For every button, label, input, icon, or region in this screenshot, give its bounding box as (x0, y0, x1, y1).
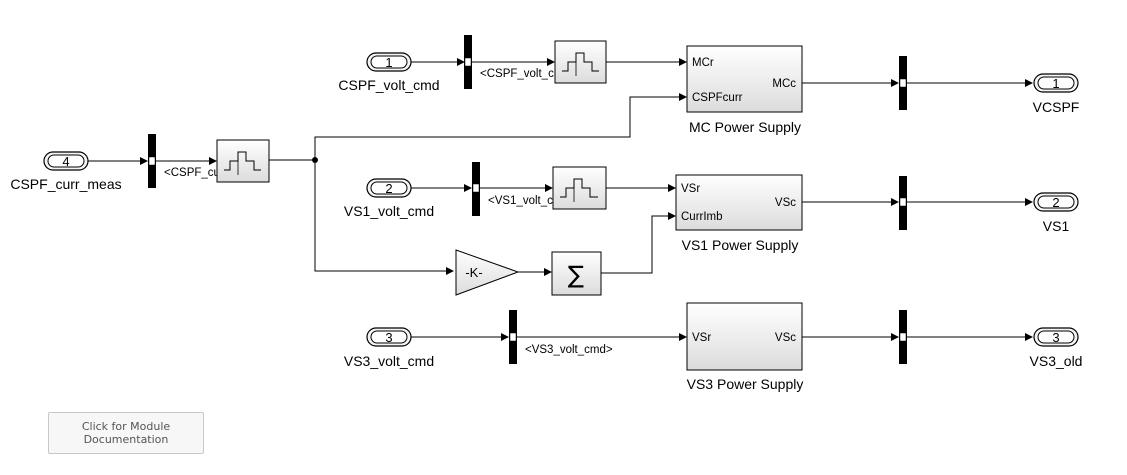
doc-button-line1: Click for Module (81, 420, 171, 433)
outport-label: VS3_old (1030, 353, 1083, 369)
bus-creator-vs3[interactable] (899, 310, 907, 364)
inport-number: 1 (385, 55, 392, 70)
inport-number: 4 (62, 154, 69, 169)
inport-vs1-volt-cmd[interactable]: 2 VS1_volt_cmd (344, 178, 434, 219)
port-label-vsr: VSr (681, 183, 700, 195)
outport-label: VS1 (1043, 218, 1070, 234)
outport-number: 3 (1052, 330, 1059, 345)
outport-vs1[interactable]: 2 VS1 (1033, 192, 1079, 234)
inport-label: CSPF_volt_cmd (338, 77, 439, 93)
zoh-block-vs1-volt[interactable] (552, 166, 607, 210)
signal-lines (88, 58, 1033, 341)
inport-label: VS3_volt_cmd (344, 353, 434, 369)
inport-vs3-volt-cmd[interactable]: 3 VS3_volt_cmd (344, 327, 434, 369)
block-name: VS3 Power Supply (687, 376, 804, 392)
inport-cspf-volt-cmd[interactable]: 1 CSPF_volt_cmd (338, 52, 440, 93)
port-label-cspfcurr: CSPFcurr (692, 92, 743, 104)
signal-label-cspf-volt-cmd: <CSPF_volt_cmd> (480, 68, 577, 80)
outport-vs3-old[interactable]: 3 VS3_old (1030, 327, 1083, 369)
bus-creator-vcspf[interactable] (899, 56, 907, 110)
bus-creator-vs1[interactable] (899, 176, 907, 230)
inport-cspf-curr-meas[interactable]: 4 CSPF_curr_meas (10, 151, 122, 192)
block-name: MC Power Supply (689, 119, 801, 135)
outport-label: VCSPF (1033, 99, 1080, 115)
port-label-mcr: MCr (692, 57, 714, 69)
doc-button-line2: Documentation (83, 433, 169, 446)
port-label-vsr: VSr (692, 332, 711, 344)
gain-block[interactable]: -K- (455, 249, 520, 296)
port-label-vsc: VSc (775, 197, 796, 209)
bus-selector-cspf-volt[interactable] (464, 35, 472, 89)
outport-vcspf[interactable]: 1 VCSPF (1033, 73, 1080, 115)
vs1-power-supply-block[interactable]: VSr CurrImb VSc VS1 Power Supply (675, 174, 803, 253)
block-name: VS1 Power Supply (682, 237, 799, 253)
bus-selector-cspf-curr[interactable] (148, 134, 156, 188)
sum-block[interactable]: ∑ (551, 251, 602, 296)
port-label-vsc: VSc (775, 332, 796, 344)
gain-text: -K- (465, 265, 482, 280)
port-label-mcc: MCc (772, 78, 796, 90)
zoh-block-cspf-volt[interactable] (554, 40, 607, 84)
bus-selector-vs1-volt[interactable] (472, 162, 480, 216)
vs3-power-supply-block[interactable]: VSr VSc VS3 Power Supply (686, 302, 804, 392)
mc-power-supply-block[interactable]: MCr CSPFcurr MCc MC Power Supply (686, 45, 803, 135)
inport-label: CSPF_curr_meas (10, 176, 121, 192)
outport-number: 2 (1052, 195, 1059, 210)
bus-selector-vs3-volt[interactable] (509, 310, 517, 364)
signal-label-vs3-volt-cmd: <VS3_volt_cmd> (525, 344, 613, 356)
zoh-block-cspf-curr[interactable] (216, 139, 270, 183)
sigma-icon: ∑ (568, 261, 584, 289)
inport-number: 3 (385, 330, 392, 345)
module-documentation-button[interactable]: Click for Module Documentation (48, 412, 204, 454)
inport-number: 2 (385, 181, 392, 196)
inport-label: VS1_volt_cmd (344, 203, 434, 219)
port-label-currimb: CurrImb (681, 211, 723, 223)
outport-number: 1 (1052, 76, 1059, 91)
